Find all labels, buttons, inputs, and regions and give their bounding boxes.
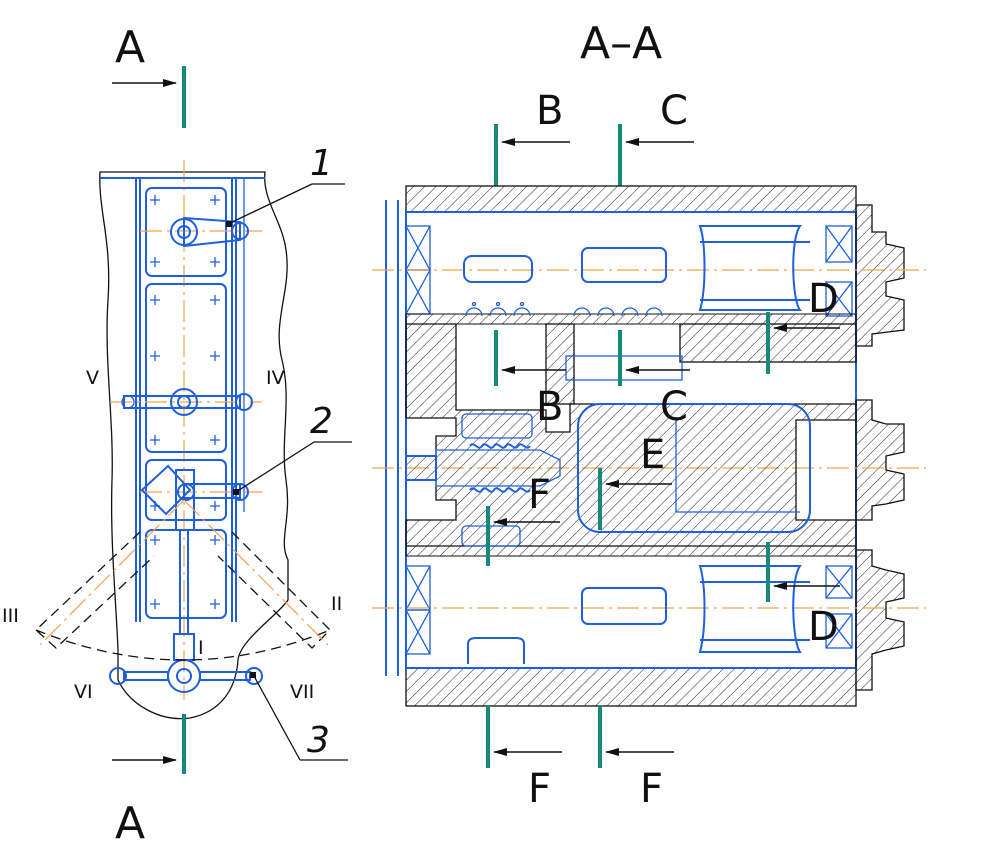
- slot-upper-2: [581, 247, 667, 283]
- middle-rib: [545, 323, 575, 405]
- plate-3: [145, 459, 227, 521]
- callout-1: 1: [310, 143, 333, 184]
- callout-3: 3: [307, 720, 330, 761]
- housing-outline: [99, 171, 289, 720]
- cavity-e: [577, 403, 811, 533]
- housing-top-wall: [405, 185, 857, 213]
- detent-balls-upper: [465, 301, 663, 317]
- slot-upper-1: [463, 255, 533, 283]
- position-label-i: I: [198, 637, 204, 659]
- position-label-v: V: [86, 367, 99, 389]
- swing-positions: [35, 499, 331, 661]
- plate-1: [145, 187, 227, 277]
- position-label-iii: III: [2, 605, 19, 627]
- upper-rail: [405, 313, 857, 325]
- section-title: A–A: [580, 18, 662, 69]
- label-e: E: [640, 432, 665, 478]
- label-c-mid: C: [660, 384, 688, 430]
- callout-leaders: [227, 183, 352, 761]
- label-c-top: C: [660, 88, 688, 134]
- plate-screws: [150, 195, 220, 609]
- right-shaft-ends: [855, 204, 905, 691]
- lower-rail: [405, 545, 857, 557]
- label-b-mid: B: [536, 384, 563, 430]
- left-view: A: [2, 22, 352, 849]
- spring-detent: [405, 413, 561, 547]
- position-label-vii: VII: [290, 681, 314, 703]
- lower-key: [467, 637, 525, 664]
- section-label-a-top: A: [115, 22, 145, 73]
- label-f-bot-1: F: [528, 766, 551, 812]
- housing-bottom-wall: [405, 667, 857, 707]
- left-bearings: [405, 225, 431, 655]
- right-view: A–A B C: [372, 18, 926, 812]
- slot-lower: [581, 587, 667, 625]
- position-label-iv: IV: [266, 367, 285, 389]
- gear-upper: [698, 225, 810, 311]
- position-label-vi: VI: [74, 681, 93, 703]
- label-d-top: D: [808, 276, 839, 322]
- label-b-top: B: [536, 88, 563, 134]
- plate-2: [145, 283, 227, 453]
- plate-4: [145, 529, 227, 619]
- right-bearings: [825, 225, 853, 649]
- section-label-a-bottom: A: [115, 798, 145, 849]
- label-f-bot-2: F: [640, 766, 663, 812]
- callout-2: 2: [310, 401, 333, 442]
- lever-selector: [110, 388, 262, 416]
- label-d-bot: D: [808, 604, 839, 650]
- control-handle: [109, 529, 263, 693]
- label-f-mid: F: [528, 472, 551, 518]
- gear-lower: [698, 565, 810, 653]
- position-label-ii: II: [331, 593, 342, 615]
